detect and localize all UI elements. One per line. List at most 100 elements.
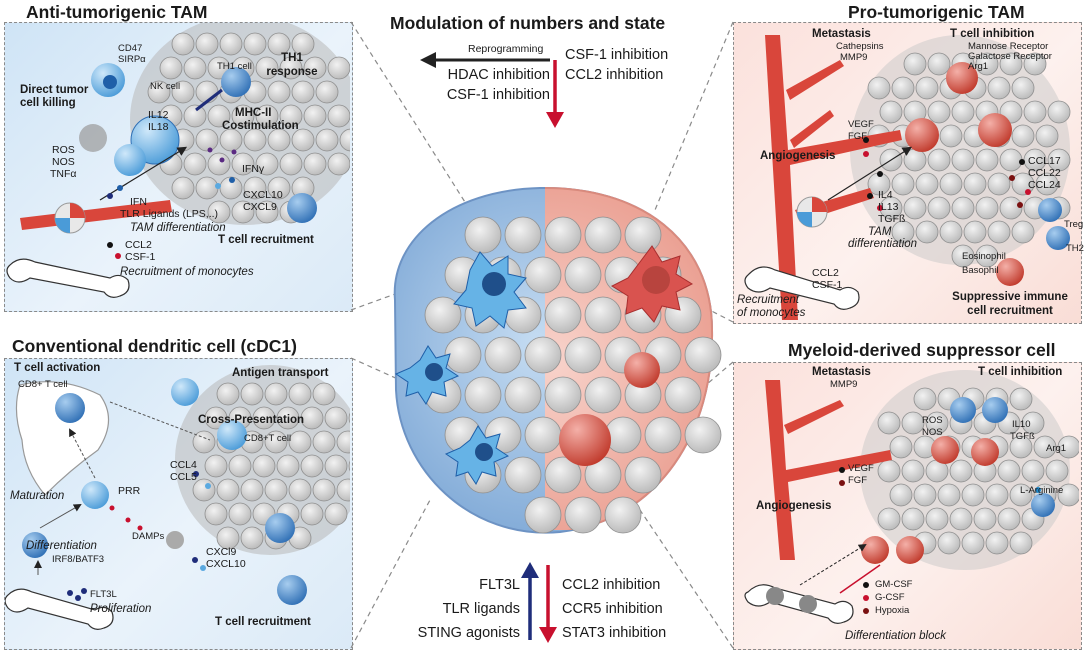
- tissue-cell: [903, 148, 927, 172]
- tissue-cell: [891, 76, 915, 100]
- anti-tam-title: Anti-tumorigenic TAM: [26, 2, 208, 22]
- antigen-transport-label: Antigen transport: [232, 367, 329, 379]
- tissue-cell: [877, 411, 901, 435]
- t-cell-inhibition-b: T cell inhibition: [950, 28, 1035, 40]
- tissue-cell: [1023, 52, 1047, 76]
- tissue-cell: [183, 152, 207, 176]
- cdc1-graphics: [5, 365, 350, 630]
- tissue-cell: [444, 336, 482, 374]
- tissue-cell: [1047, 148, 1071, 172]
- tissue-cell: [159, 56, 183, 80]
- tissue-cell: [1009, 435, 1033, 459]
- tissue-cell: [544, 456, 582, 494]
- tissue-cell: [204, 454, 228, 478]
- center-title: Modulation of numbers and state: [390, 13, 666, 33]
- cxcl10-label: CXCL10: [243, 189, 283, 201]
- tissue-cell: [1057, 435, 1079, 459]
- hypoxia-label: Hypoxia: [875, 605, 910, 616]
- tissue-cell: [624, 216, 662, 254]
- tissue-cell: [891, 172, 915, 196]
- tissue-cell: [216, 526, 240, 550]
- tissue-cell: [973, 507, 997, 531]
- tissue-cell: [999, 148, 1023, 172]
- proliferation-label: Proliferation: [90, 603, 152, 615]
- ccr5-inhibition: CCR5 inhibition: [562, 601, 663, 617]
- tissue-cell: [171, 176, 195, 200]
- tissue-cell: [192, 430, 216, 454]
- tissue-cell: [324, 454, 348, 478]
- tissue-cell: [925, 507, 949, 531]
- cxcl9-label: CXCL9: [243, 201, 277, 213]
- tissue-cell: [279, 104, 303, 128]
- tissue-cell: [327, 56, 350, 80]
- tissue-cell: [1023, 100, 1047, 124]
- tissue-cell: [963, 220, 987, 244]
- tissue-cell: [927, 148, 951, 172]
- tissue-cell: [544, 376, 582, 414]
- cross-presentation-label: Cross-Presentation: [198, 414, 305, 426]
- t-cell-recruitment-c: T cell recruitment: [215, 616, 311, 628]
- hdac-inhibition: HDAC inhibition: [447, 67, 550, 83]
- tissue-cell: [219, 128, 243, 152]
- tissue-cell: [999, 196, 1023, 220]
- tissue-cell: [300, 406, 324, 430]
- tissue-cell: [252, 406, 276, 430]
- tissue-cell: [524, 496, 562, 534]
- tissue-cell: [231, 152, 255, 176]
- tissue-cell: [303, 104, 327, 128]
- tissue-cell: [207, 152, 231, 176]
- tissue-cell: [267, 176, 291, 200]
- damps-label: DAMPs: [132, 531, 165, 542]
- tissue-cell: [315, 80, 339, 104]
- tissue-cell: [352, 105, 374, 127]
- pro-tam-graphics: [744, 35, 1071, 320]
- tissue-cell: [336, 478, 350, 502]
- tissue-cell: [999, 52, 1023, 76]
- tissue-cell: [524, 256, 562, 294]
- tissue-cell: [975, 196, 999, 220]
- tissue-cell: [1011, 76, 1035, 100]
- tissue-cell: [564, 496, 602, 534]
- tissue-cell: [939, 220, 963, 244]
- tissue-cell: [1021, 459, 1045, 483]
- tissue-cell: [171, 80, 195, 104]
- sirpa-label: SIRPα: [118, 54, 146, 65]
- mhc-label-1: MHC-II: [235, 107, 272, 119]
- pro-tam-title: Pro-tumorigenic TAM: [848, 2, 1025, 22]
- tissue-cell: [877, 507, 901, 531]
- tissue-cell: [303, 152, 327, 176]
- reprogramming-label: Reprogramming: [468, 43, 544, 55]
- g-csf-label: G-CSF: [875, 592, 905, 603]
- nos-label-d: NOS: [922, 427, 943, 438]
- th1-response-2: response: [266, 66, 318, 78]
- tissue-cell: [877, 459, 901, 483]
- tissue-cell: [644, 416, 682, 454]
- ccl2-label-b: CCL2: [812, 267, 839, 279]
- tissue-cell: [424, 296, 462, 334]
- tissue-cell: [291, 32, 315, 56]
- connector-lines: [350, 21, 734, 649]
- ccl17-label: CCL17: [1028, 155, 1061, 167]
- metastasis-label-b: Metastasis: [812, 28, 871, 40]
- ifng-label: IFNγ: [242, 163, 265, 175]
- tissue-cell: [312, 478, 336, 502]
- tissue-cell: [243, 32, 267, 56]
- tlr-ligands-label: TLR ligands: [442, 601, 520, 617]
- il12-label: IL12: [148, 109, 169, 121]
- t-cell-recruitment-a: T cell recruitment: [218, 234, 314, 246]
- tissue-cell: [684, 416, 722, 454]
- tissue-cell: [1035, 172, 1059, 196]
- tissue-cell: [228, 454, 252, 478]
- t-cell-activation-label: T cell activation: [14, 362, 101, 374]
- tissue-cell: [240, 526, 264, 550]
- tissue-cell: [987, 76, 1011, 100]
- flt3l-label-c: FLT3L: [90, 589, 117, 600]
- tam-diff-b-2: differentiation: [848, 238, 918, 250]
- csf1-inhibition-left: CSF-1 inhibition: [446, 87, 550, 103]
- tissue-cell: [997, 459, 1021, 483]
- tissue-cell: [195, 128, 219, 152]
- tissue-cell: [544, 216, 582, 254]
- tissue-cell: [975, 244, 999, 268]
- monocytes-label-b-1: Recruitment: [737, 294, 799, 306]
- tissue-cell: [183, 104, 207, 128]
